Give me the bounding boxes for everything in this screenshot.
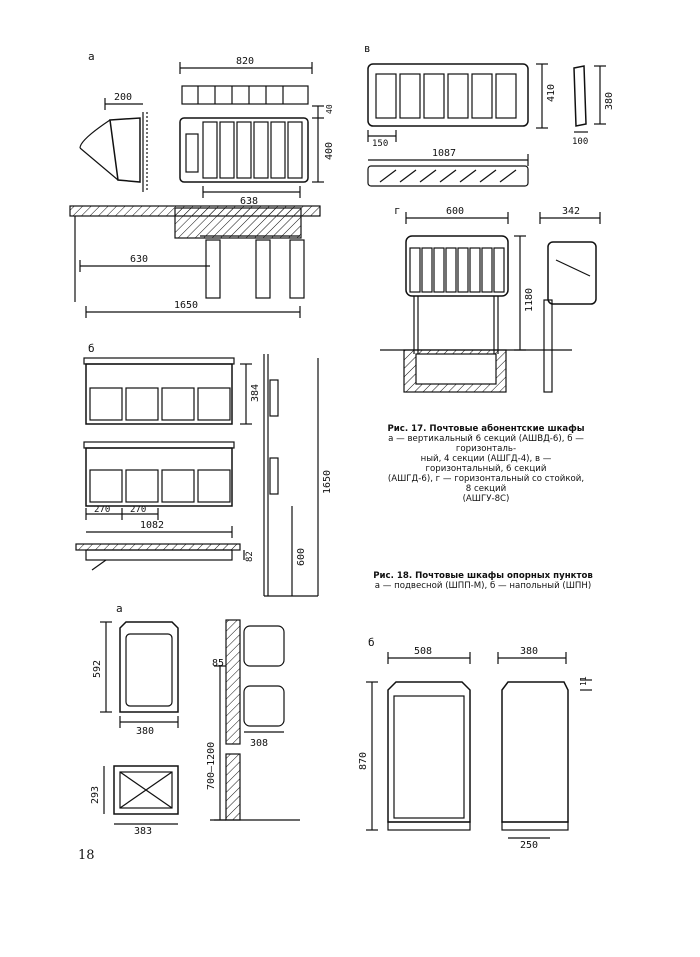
caption-fig17: Рис. 17. Почтовые абонентские шкафы а — … [386,424,586,504]
dim-17a-depth: 200 [114,92,132,103]
fig17g-drawing [380,212,601,393]
dim-17b-height: 384 [250,384,261,402]
fig18b-drawing [366,652,592,839]
dim-18b-side-width: 380 [520,646,538,657]
dim-17a-h-small: 40 [325,104,334,114]
dim-18b-width: 508 [414,646,432,657]
caption-fig18: Рис. 18. Почтовые шкафы опорных пунктов … [368,571,598,591]
dim-18a-gap: 85 [212,658,224,669]
caption-fig17-line4: (АШГУ-8С) [462,494,510,504]
dim-17b-depth: 82 [245,551,255,562]
page-number: 18 [78,848,95,863]
caption-fig17-line3: (АШГД-6), г — горизонтальный со стойкой,… [387,474,585,494]
caption-fig17-line2: ный, 4 секции (АШГД-4), в — горизонтальн… [420,454,552,474]
fig18a-drawing [100,619,300,825]
dim-17a-width-total: 820 [236,56,254,67]
dim-17g-height: 1180 [524,288,535,312]
dim-18a-mount-range: 700—1200 [206,742,217,790]
dim-17a-mount-h: 630 [130,254,148,265]
dim-17a-inner-width: 638 [240,196,258,207]
dim-17b-cell2: 270 [130,505,146,515]
dim-17v-side-h: 380 [604,92,615,110]
dim-18b-top: 11 [579,676,588,686]
label-fig18a: а [116,602,123,615]
label-fig17b: б [88,342,95,355]
dim-17v-left-w: 150 [372,139,388,149]
dim-17a-height: 400 [324,142,335,160]
dim-18b-height: 870 [358,752,369,770]
label-fig17g: г [394,204,401,217]
dim-17v-total: 1087 [432,148,456,159]
dim-18b-base: 250 [520,840,538,851]
caption-fig17-line1: а — вертикальный 6 секций (АШВД-6), б — … [388,434,584,454]
dim-18a-depth: 293 [90,786,101,804]
fig17a-drawing [69,62,324,318]
dim-17g-depth: 342 [562,206,580,217]
dim-17b-floor-h: 1650 [322,470,333,494]
dim-17b-total: 1082 [140,520,164,531]
dim-17b-mount-h: 600 [296,548,307,566]
label-fig17v: в [364,42,371,55]
label-fig18b: б [368,636,375,649]
caption-fig17-title: Рис. 17. Почтовые абонентские шкафы [387,424,585,434]
dim-17v-height: 410 [546,84,557,102]
fig17b-drawing [75,354,319,597]
dim-18a-side-w: 308 [250,738,268,749]
label-fig17a: а [88,50,95,63]
caption-fig18-title: Рис. 18. Почтовые шкафы опорных пунктов [373,571,593,581]
dim-18a-height: 592 [92,660,103,678]
dim-17v-side-w: 100 [572,137,588,147]
caption-fig18-line1: а — подвесной (ШПП-М), б — напольный (ШП… [374,581,592,591]
dim-17b-cell1: 270 [94,505,110,515]
fig17v-drawing [367,63,606,187]
dim-17g-width: 600 [446,206,464,217]
dim-17a-floor-h: 1650 [174,300,198,311]
dim-18a-width2: 383 [134,826,152,837]
dim-18a-width: 380 [136,726,154,737]
